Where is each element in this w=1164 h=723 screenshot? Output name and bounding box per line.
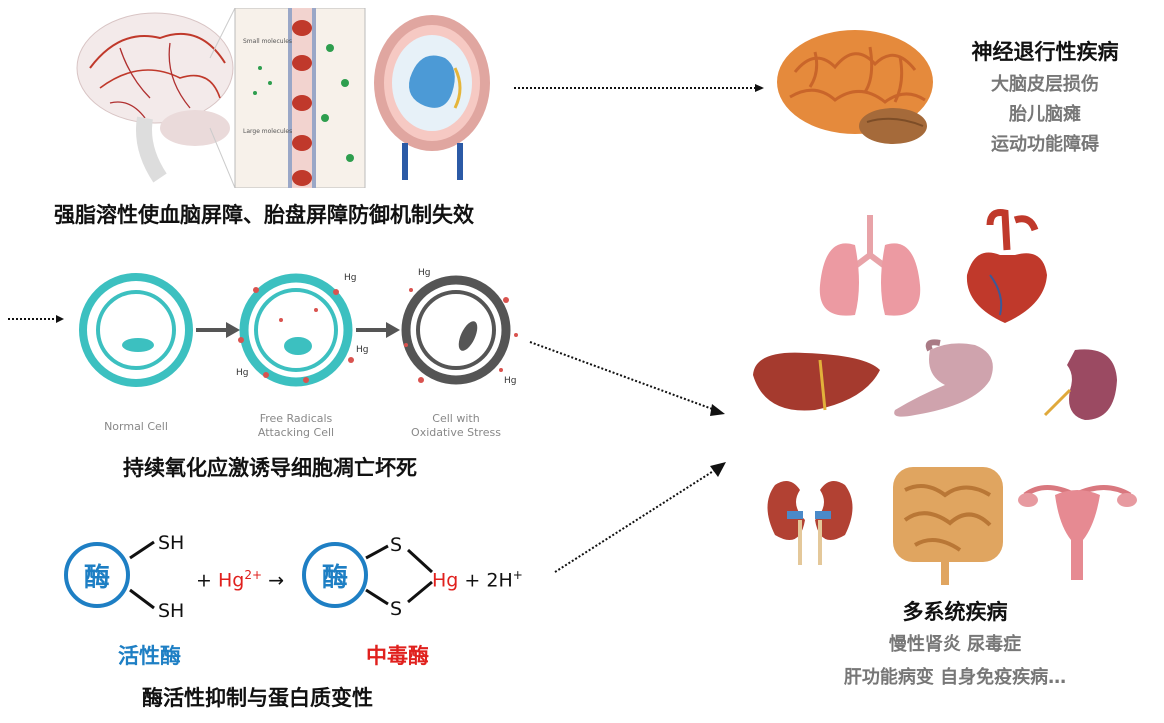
neuro-item-3: 运动功能障碍 bbox=[991, 134, 1099, 155]
stressed-cell-icon bbox=[401, 275, 518, 385]
heart-icon bbox=[966, 209, 1047, 323]
hg-label-3: Hg bbox=[236, 368, 248, 378]
small-molecules-label: Small molecules bbox=[243, 38, 292, 45]
active-enzyme-bonds bbox=[128, 540, 158, 614]
active-enzyme-label: 活性酶 bbox=[118, 644, 181, 668]
s-top: S bbox=[390, 534, 403, 556]
attacked-cell-icon bbox=[238, 273, 354, 387]
multi-item-2: 肝功能病变 自身免疫疾病… bbox=[843, 667, 1067, 688]
blood-brain-barrier-panel: Small molecules Large molecules bbox=[234, 7, 366, 189]
free-radicals-label: Free Radicals Attacking Cell bbox=[257, 412, 335, 439]
oxidative-stress-label: Cell with Oxidative Stress bbox=[411, 412, 501, 439]
oxidative-stress-caption: 持续氧化应激诱导细胞凋亡坏死 bbox=[123, 456, 417, 480]
dotted-arrow-in bbox=[6, 310, 66, 329]
kidneys-icon bbox=[767, 481, 853, 565]
sh-bottom: SH bbox=[158, 600, 185, 622]
hg-label-1: Hg bbox=[344, 273, 356, 283]
placenta-fetus-image bbox=[374, 15, 490, 180]
barrier-failure-caption: 强脂溶性使血脑屏障、胎盘屏障防御机制失效 bbox=[54, 203, 474, 227]
organs-illustration bbox=[745, 205, 1155, 590]
normal-cell-icon bbox=[79, 273, 193, 387]
toxic-enzyme-label: 中毒酶 bbox=[366, 644, 429, 668]
cell-stress-diagram: Hg Hg Hg Hg Hg bbox=[76, 250, 546, 450]
brain-barrier-illustration: Small molecules Large molecules bbox=[60, 7, 500, 189]
liver-icon bbox=[753, 352, 880, 411]
multi-item-1: 慢性肾炎 尿毒症 bbox=[888, 634, 1022, 655]
connector-arrows bbox=[500, 70, 780, 590]
active-enzyme-icon: 酶 bbox=[64, 542, 130, 608]
normal-cell-label: Normal Cell bbox=[104, 420, 168, 433]
lungs-icon bbox=[819, 215, 921, 316]
multi-system-title: 多系统疾病 bbox=[902, 600, 1008, 624]
large-molecules-label: Large molecules bbox=[243, 128, 292, 135]
toxic-enzyme-icon: 酶 bbox=[302, 542, 368, 608]
uterus-icon bbox=[1018, 485, 1137, 580]
s-bottom: S bbox=[390, 598, 403, 620]
spleen-icon bbox=[1043, 349, 1117, 420]
brain-icon bbox=[775, 22, 945, 156]
intestines-icon bbox=[893, 467, 1003, 585]
enzyme-inhibition-caption: 酶活性抑制与蛋白质变性 bbox=[142, 686, 373, 710]
hg-label-2: Hg bbox=[356, 345, 368, 355]
sh-top: SH bbox=[158, 532, 185, 554]
brain-vessels-image bbox=[76, 12, 234, 183]
neuro-item-2: 胎儿脑瘫 bbox=[1009, 104, 1081, 125]
hg-label-4: Hg bbox=[418, 268, 430, 278]
neuro-disease-title: 神经退行性疾病 bbox=[971, 40, 1119, 64]
reactant-hg: + Hg2+ → bbox=[196, 568, 284, 592]
neuro-item-1: 大脑皮层损伤 bbox=[991, 74, 1099, 95]
toxic-enzyme-bonds bbox=[364, 538, 444, 618]
stomach-icon bbox=[894, 339, 993, 417]
product-hg: Hg + 2H+ bbox=[432, 568, 523, 592]
hg-label-5: Hg bbox=[504, 376, 516, 386]
